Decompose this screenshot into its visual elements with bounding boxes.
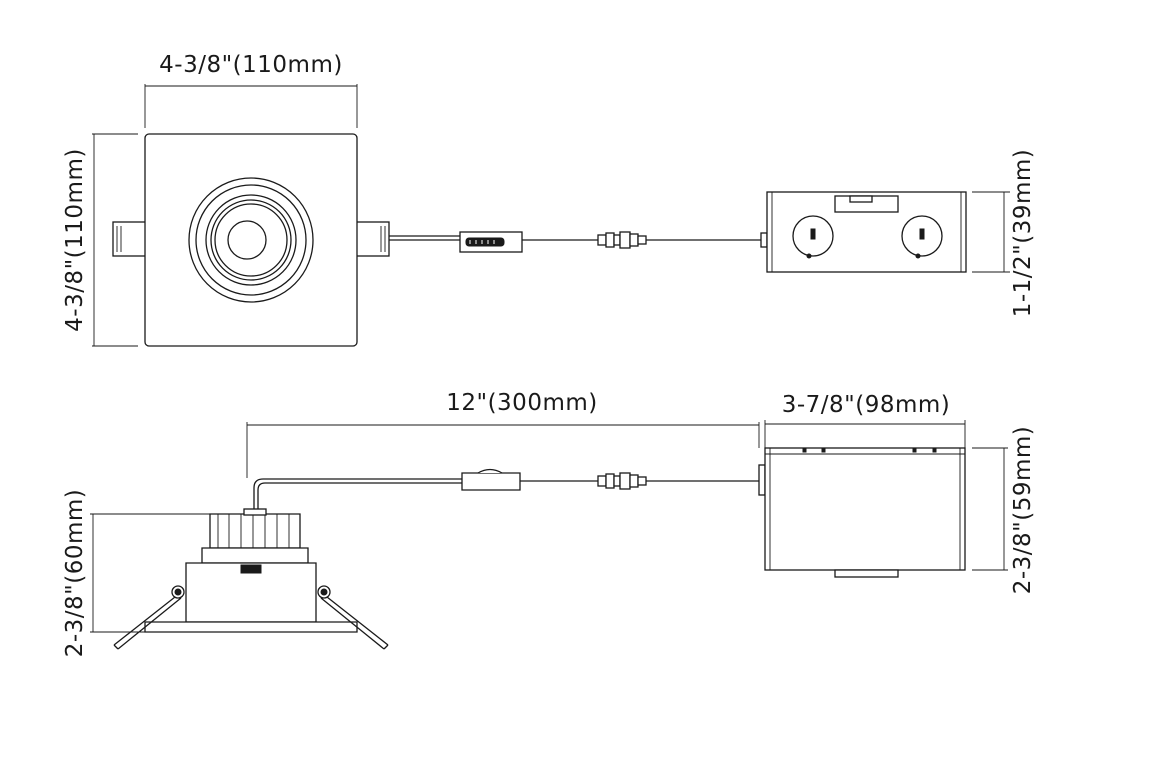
spring-left <box>113 585 185 650</box>
cable-length-dimension: 12"(300mm) <box>246 390 760 478</box>
side-view: 12"(300mm) 3-7/8"(98mm) 2-3/8"(60mm) <box>62 390 1036 657</box>
side-cable <box>253 468 761 512</box>
gimbal-lens <box>188 177 314 303</box>
knockout-left <box>792 215 834 259</box>
top-junction-box <box>760 191 967 273</box>
spring-right <box>317 585 389 650</box>
knockout-right <box>901 215 943 259</box>
top-height-label: 4-3/8"(110mm) <box>62 148 88 332</box>
top-view: 4-3/8"(110mm) 4-3/8"(110mm) <box>62 52 1036 347</box>
top-box-height-label: 1-1/2"(39mm) <box>1010 149 1036 318</box>
box-length-label: 3-7/8"(98mm) <box>782 392 951 418</box>
top-width-dimension: 4-3/8"(110mm) <box>144 52 358 128</box>
top-width-label: 4-3/8"(110mm) <box>159 52 343 78</box>
side-junction-box <box>758 447 966 578</box>
top-connector <box>597 231 647 249</box>
side-box-height-label: 2-3/8"(59mm) <box>1010 426 1036 595</box>
cable-length-label: 12"(300mm) <box>446 390 598 416</box>
top-cable <box>389 231 761 253</box>
top-height-dimension: 4-3/8"(110mm) <box>62 133 138 347</box>
side-box-height-dimension: 2-3/8"(59mm) <box>972 426 1036 595</box>
fixture-height-dimension: 2-3/8"(60mm) <box>62 489 210 658</box>
box-length-dimension: 3-7/8"(98mm) <box>764 392 966 448</box>
fixture-height-label: 2-3/8"(60mm) <box>62 489 88 658</box>
fixture-profile <box>113 508 389 650</box>
top-box-height-dimension: 1-1/2"(39mm) <box>972 149 1036 318</box>
square-trim <box>144 133 358 347</box>
side-connector <box>597 472 647 490</box>
